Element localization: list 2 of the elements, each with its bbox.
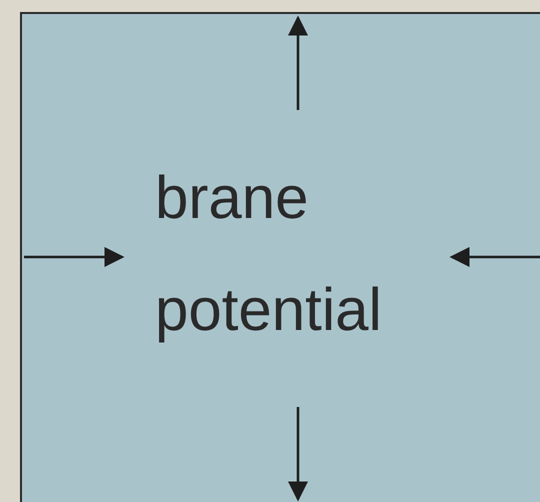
potential-panel [20, 12, 540, 502]
panel-label: brane potential [155, 163, 383, 345]
